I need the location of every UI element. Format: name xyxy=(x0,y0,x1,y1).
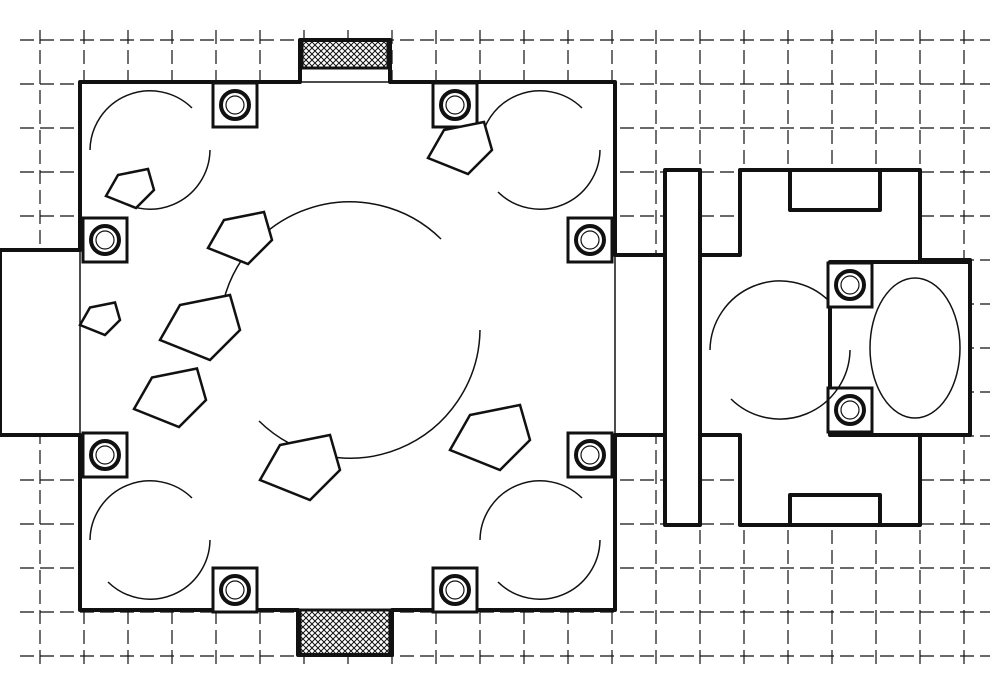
swirl-mark xyxy=(89,90,193,151)
rubble-icon xyxy=(258,433,342,502)
pillar-icon xyxy=(566,216,614,264)
rubble-icon xyxy=(448,403,532,472)
rubble-icon xyxy=(104,167,156,210)
rubble-icon xyxy=(206,210,274,266)
altar-top xyxy=(788,168,882,212)
rubble-icon xyxy=(158,293,242,362)
swirl-mark xyxy=(89,480,193,541)
swirl-mark xyxy=(107,539,211,600)
alcove-basin xyxy=(869,277,961,419)
rubble-and-swirls xyxy=(78,90,851,600)
pillar-icon xyxy=(826,261,874,309)
pillar-icon xyxy=(826,386,874,434)
rubble-icon xyxy=(426,120,494,176)
swirl-mark xyxy=(730,349,851,420)
rubble-icon xyxy=(78,301,122,337)
altar-bottom xyxy=(788,493,882,527)
rubble-icon xyxy=(132,367,208,429)
swirl-mark xyxy=(709,280,830,351)
swirl-mark xyxy=(219,201,442,331)
pillar-icon xyxy=(431,566,479,614)
pillar-icon xyxy=(211,81,259,129)
swirl-mark xyxy=(497,539,601,600)
door-icon[interactable] xyxy=(298,608,392,657)
pillar-icon xyxy=(566,431,614,479)
swirl-mark xyxy=(479,480,583,541)
pillar-icon xyxy=(211,566,259,614)
door-icon[interactable] xyxy=(300,38,390,70)
swirl-mark xyxy=(497,149,601,210)
pillar-icon xyxy=(81,216,129,264)
pillar-icon xyxy=(81,431,129,479)
main-chamber xyxy=(0,38,972,657)
door-icon[interactable] xyxy=(663,168,702,527)
pillar-icon xyxy=(431,81,479,129)
pillars xyxy=(81,81,874,614)
